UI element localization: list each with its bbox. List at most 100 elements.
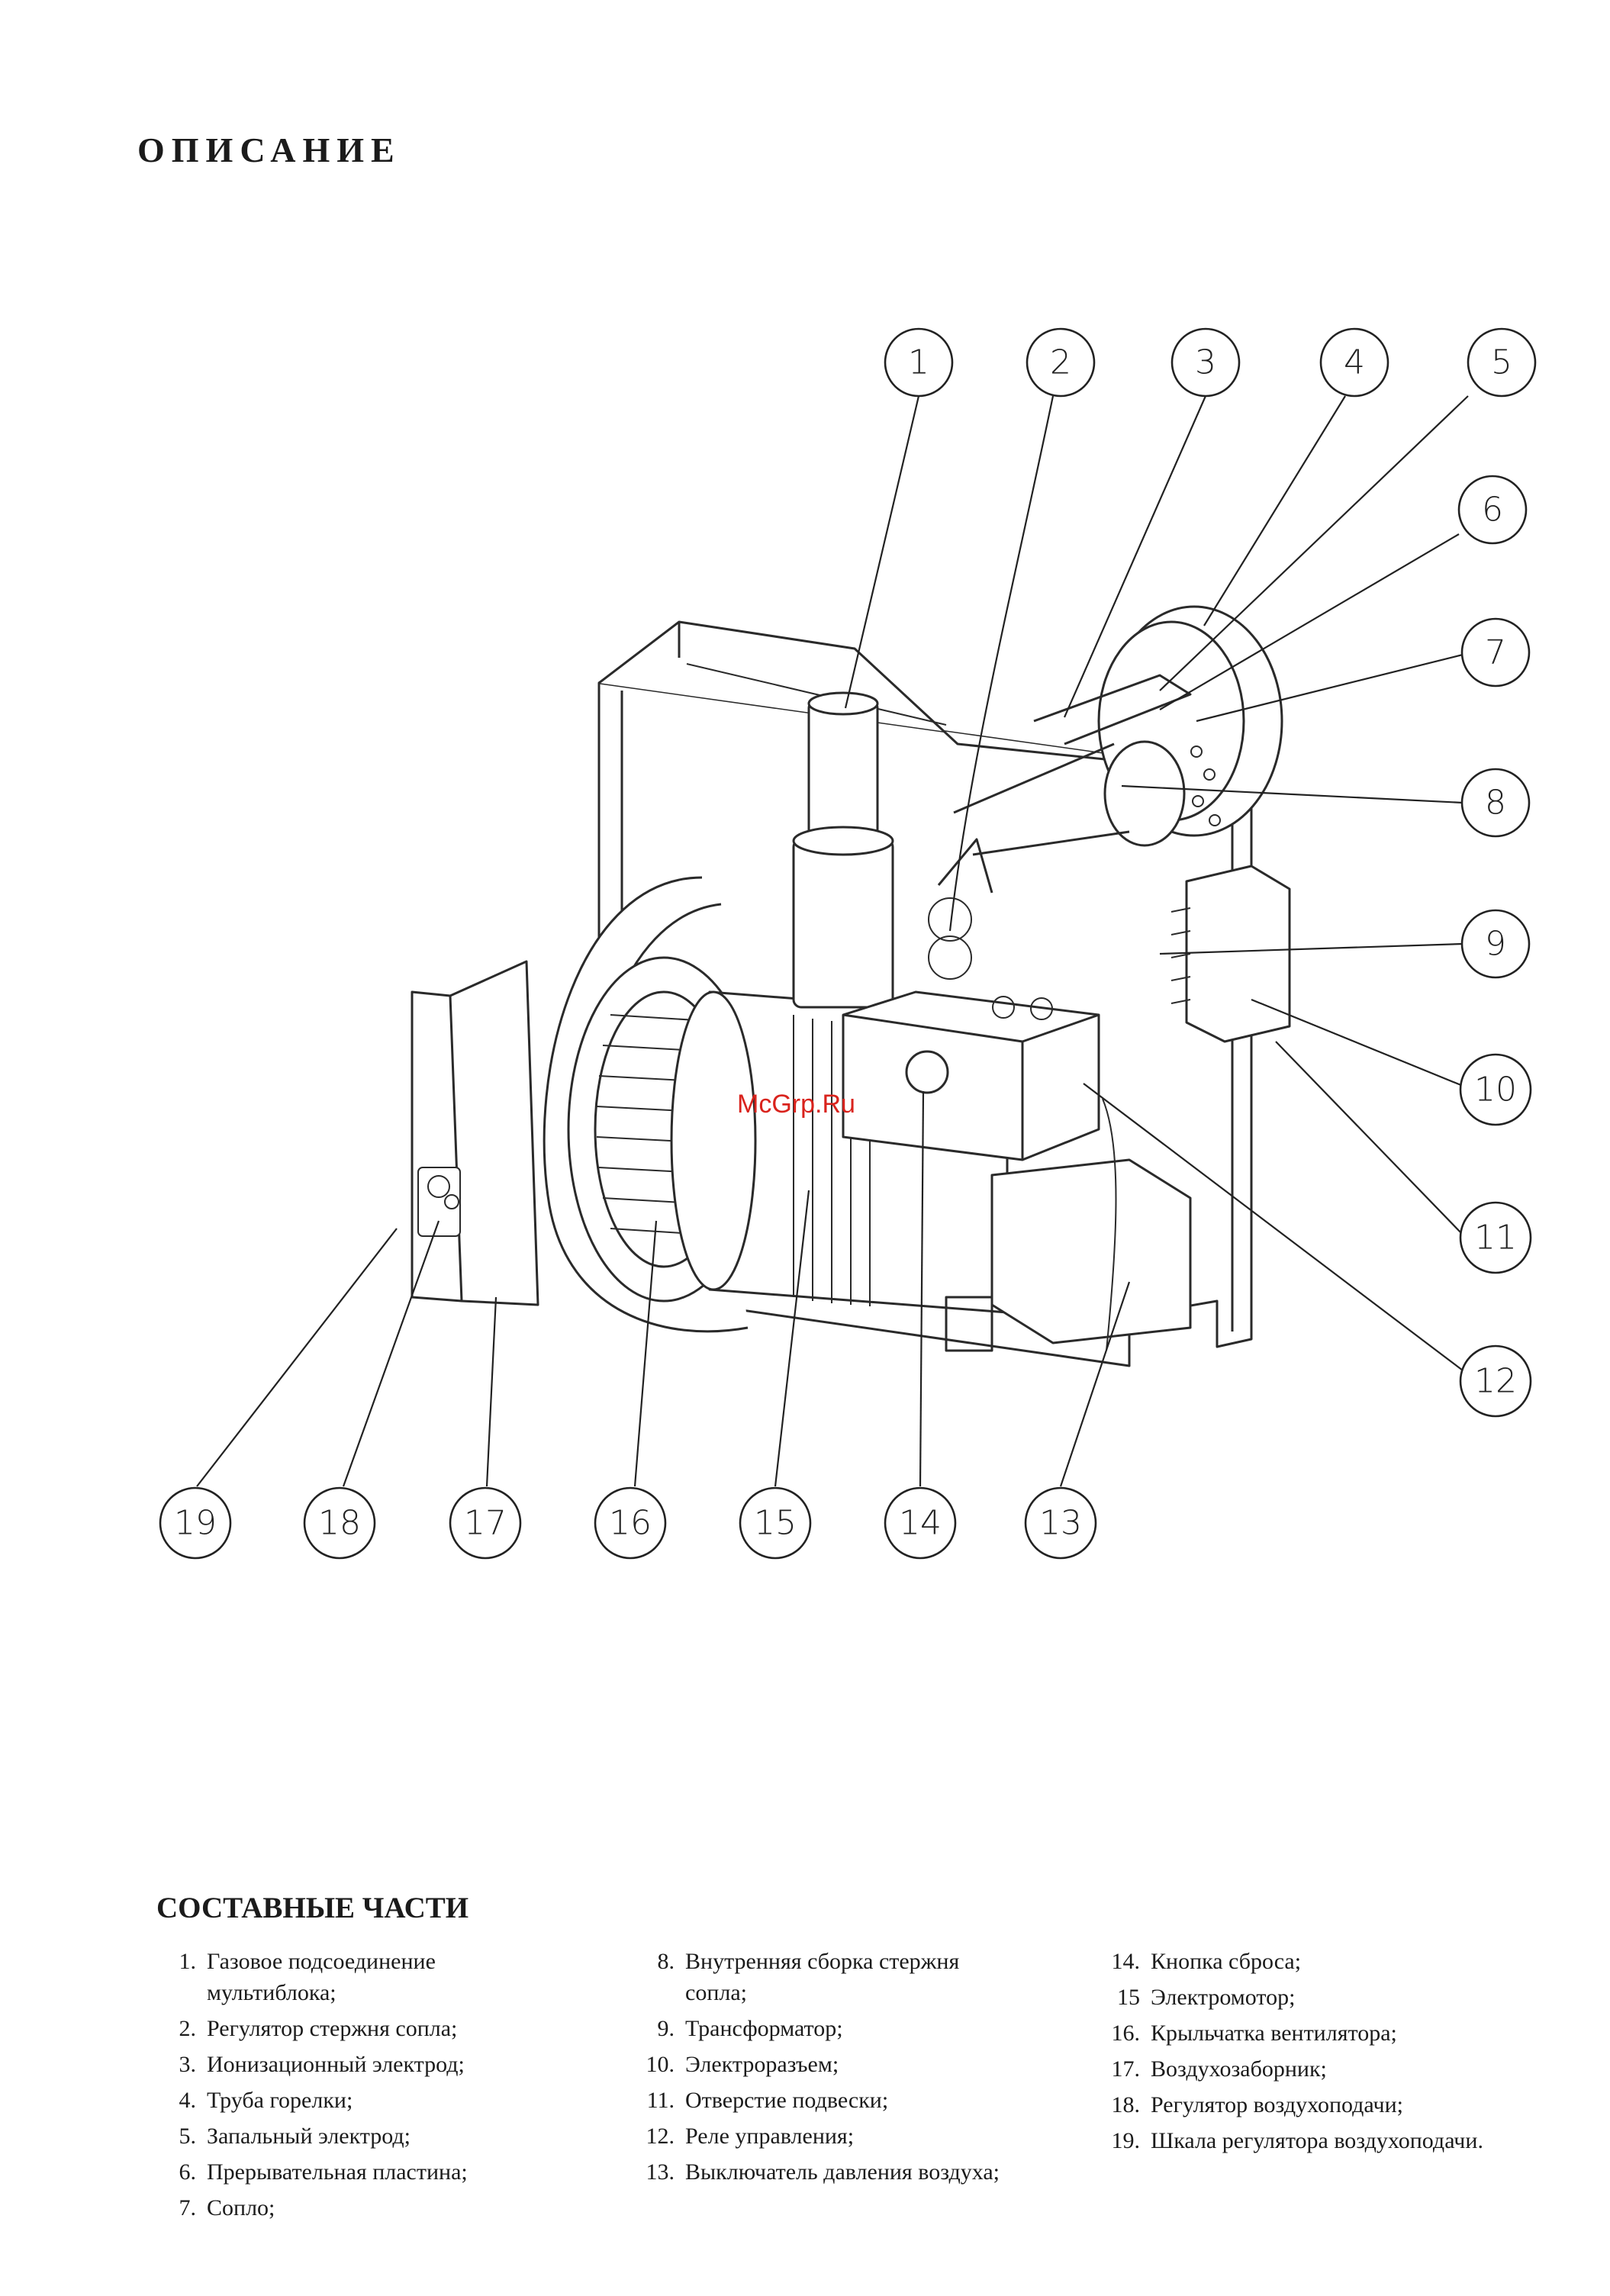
part-item: 2. Регулятор стержня сопла; [156, 2013, 568, 2044]
callout-11: 11 [1459, 1201, 1532, 1274]
burner-drawing [411, 605, 1291, 1367]
part-number: 7. [179, 2195, 197, 2220]
part-label: Ионизационный электрод; [207, 2052, 465, 2077]
callout-19: 19 [159, 1486, 232, 1560]
callout-9-label: 9 [1485, 925, 1506, 964]
part-item: 11. Отверстие подвески; [635, 2085, 1016, 2116]
callout-14: 14 [884, 1486, 957, 1560]
part-label: Электромотор; [1151, 1985, 1296, 2010]
part-item: 1. Газовое подсоединение мультиблока; [156, 1946, 568, 2008]
part-number: 8. [657, 1949, 675, 1974]
watermark-text: McGrp.Ru [737, 1090, 855, 1119]
part-item: 13.Выключатель давления воздуха; [635, 2156, 1016, 2188]
part-number: 12. [646, 2124, 675, 2149]
part-label: Сопло; [207, 2195, 275, 2220]
part-item: 3. Ионизационный электрод; [156, 2049, 568, 2080]
part-number: 13. [646, 2159, 675, 2185]
part-item: 9. Трансформатор; [635, 2013, 1016, 2044]
part-number: 2. [179, 2016, 197, 2041]
part-number: 9. [657, 2016, 675, 2041]
part-label: Кнопка сброса; [1151, 1949, 1302, 1974]
callout-3-label: 3 [1195, 343, 1216, 382]
callout-1: 1 [884, 327, 954, 398]
callout-10-label: 10 [1474, 1071, 1517, 1109]
callout-13: 13 [1024, 1486, 1097, 1560]
callout-9: 9 [1460, 909, 1531, 979]
callout-2: 2 [1026, 327, 1096, 398]
part-label: Регулятор воздухоподачи; [1151, 2092, 1404, 2117]
part-item: 16. Крыльчатка вентилятора; [1100, 2017, 1528, 2049]
callout-14-label: 14 [899, 1504, 942, 1543]
callout-6: 6 [1457, 475, 1528, 545]
callout-2-label: 2 [1050, 343, 1071, 382]
part-label: Электроразъем; [685, 2052, 839, 2077]
callout-4: 4 [1319, 327, 1389, 398]
part-number: 3. [179, 2052, 197, 2077]
part-label: Газовое подсоединение мультиблока; [207, 1949, 436, 2005]
part-number: 15 [1117, 1985, 1140, 2010]
part-label: Крыльчатка вентилятора; [1151, 2021, 1397, 2046]
part-label: Запальный электрод; [207, 2124, 411, 2149]
part-number: 5. [179, 2124, 197, 2149]
part-item: 17. Воздухозаборник; [1100, 2053, 1528, 2085]
part-number: 1. [179, 1949, 197, 1974]
part-number: 4. [179, 2088, 197, 2113]
part-item: 5. Запальный электрод; [156, 2120, 568, 2152]
part-item: 10. Электроразъем; [635, 2049, 1016, 2080]
callout-12: 12 [1459, 1344, 1532, 1418]
part-label: Регулятор стержня сопла; [207, 2016, 458, 2041]
callout-15: 15 [739, 1486, 812, 1560]
callout-6-label: 6 [1482, 491, 1503, 530]
part-number: 6. [179, 2159, 197, 2185]
callout-13-label: 13 [1039, 1504, 1082, 1543]
part-number: 11. [646, 2088, 675, 2113]
part-item: 7. Сопло; [156, 2192, 568, 2224]
part-number: 10. [646, 2052, 675, 2077]
callout-18: 18 [303, 1486, 376, 1560]
part-item: 15 Электромотор; [1100, 1982, 1528, 2013]
callout-18-label: 18 [318, 1504, 361, 1543]
part-label: Шкала регулятора воздухоподачи. [1151, 2128, 1483, 2153]
part-number: 16. [1111, 2021, 1141, 2046]
callout-5: 5 [1467, 327, 1537, 398]
part-label: Реле управления; [685, 2124, 855, 2149]
callout-17-label: 17 [464, 1504, 507, 1543]
part-number: 14. [1111, 1949, 1141, 1974]
callout-3: 3 [1170, 327, 1241, 398]
part-item: 14. Кнопка сброса; [1100, 1946, 1528, 1977]
callout-12-label: 12 [1474, 1362, 1517, 1401]
callout-1-label: 1 [908, 343, 929, 382]
part-item: 12. Реле управления; [635, 2120, 1016, 2152]
part-item: 4. Труба горелки; [156, 2085, 568, 2116]
callout-8-label: 8 [1485, 784, 1506, 823]
part-item: 8. Внутренняя сборка стержня сопла; [635, 1946, 1016, 2008]
callout-4-label: 4 [1344, 343, 1365, 382]
part-label: Воздухозаборник; [1151, 2056, 1327, 2082]
part-number: 19. [1111, 2128, 1141, 2153]
part-item: 19. Шкала регулятора воздухоподачи. [1100, 2125, 1528, 2156]
callout-8: 8 [1460, 768, 1531, 838]
part-label: Отверстие подвески; [685, 2088, 889, 2113]
callout-16: 16 [594, 1486, 667, 1560]
part-label: Труба горелки; [207, 2088, 353, 2113]
part-label: Внутренняя сборка стержня сопла; [685, 1949, 960, 2005]
part-number: 18. [1111, 2092, 1141, 2117]
page-title: ОПИСАНИЕ [137, 130, 401, 169]
part-number: 17. [1111, 2056, 1141, 2082]
callout-19-label: 19 [174, 1504, 217, 1543]
callout-15-label: 15 [754, 1504, 797, 1543]
callout-5-label: 5 [1491, 343, 1512, 382]
callout-16-label: 16 [609, 1504, 652, 1543]
callout-17: 17 [449, 1486, 522, 1560]
callout-10: 10 [1459, 1053, 1532, 1126]
parts-column-3: 14. Кнопка сброса; 15 Электромотор; 16. Кры… [1100, 1946, 1528, 2161]
part-item: 6. Прерывательная пластина; [156, 2156, 568, 2188]
callout-7-label: 7 [1485, 633, 1506, 672]
part-label: Прерывательная пластина; [207, 2159, 468, 2185]
leader-lines [196, 395, 1469, 1487]
callout-7: 7 [1460, 617, 1531, 688]
burner-diagram: 1 2 3 4 5 6 7 8 9 10 11 12 13 14 15 16 1… [159, 327, 1537, 1560]
part-item: 18. Регулятор воздухоподачи; [1100, 2089, 1528, 2120]
part-label: Трансформатор; [685, 2016, 843, 2041]
parts-column-2: 8. Внутренняя сборка стержня сопла; 9. Тра… [635, 1946, 1016, 2192]
